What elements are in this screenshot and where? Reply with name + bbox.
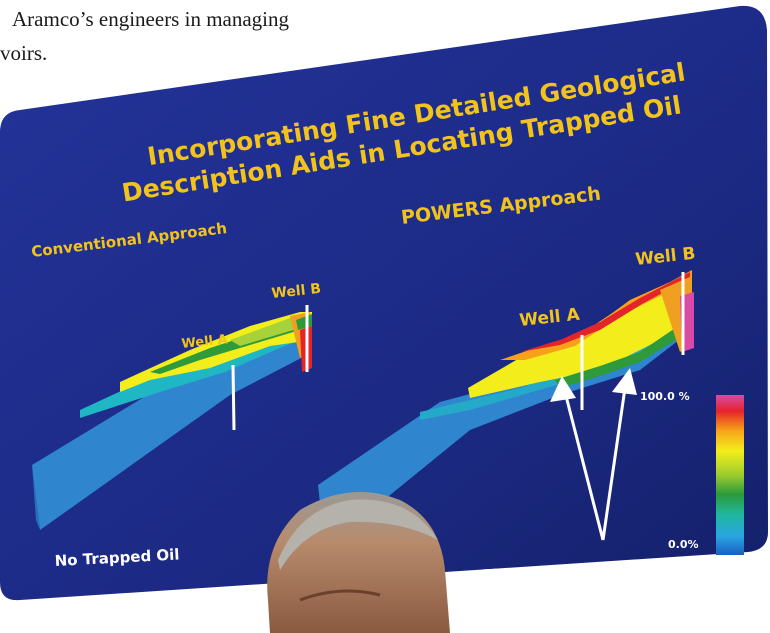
saturation-color-scale <box>716 395 744 555</box>
presenter-head-photo <box>267 492 450 633</box>
caption-line-1: Aramco’s engineers in managing <box>12 7 289 31</box>
left-well-a-line <box>231 364 236 431</box>
left-well-a-label: Well A <box>181 332 229 352</box>
left-cross-section <box>32 305 312 530</box>
trapped-oil-arrowhead-right <box>612 368 637 395</box>
scale-top-label: 100.0 % <box>640 390 690 403</box>
scale-bottom-label: 0.0% <box>668 538 699 551</box>
board-background <box>0 5 768 601</box>
left-well-b-label: Well B <box>271 281 322 302</box>
trapped-oil-arrowhead-left <box>550 376 576 402</box>
caption-line-2: voirs. <box>0 41 48 65</box>
